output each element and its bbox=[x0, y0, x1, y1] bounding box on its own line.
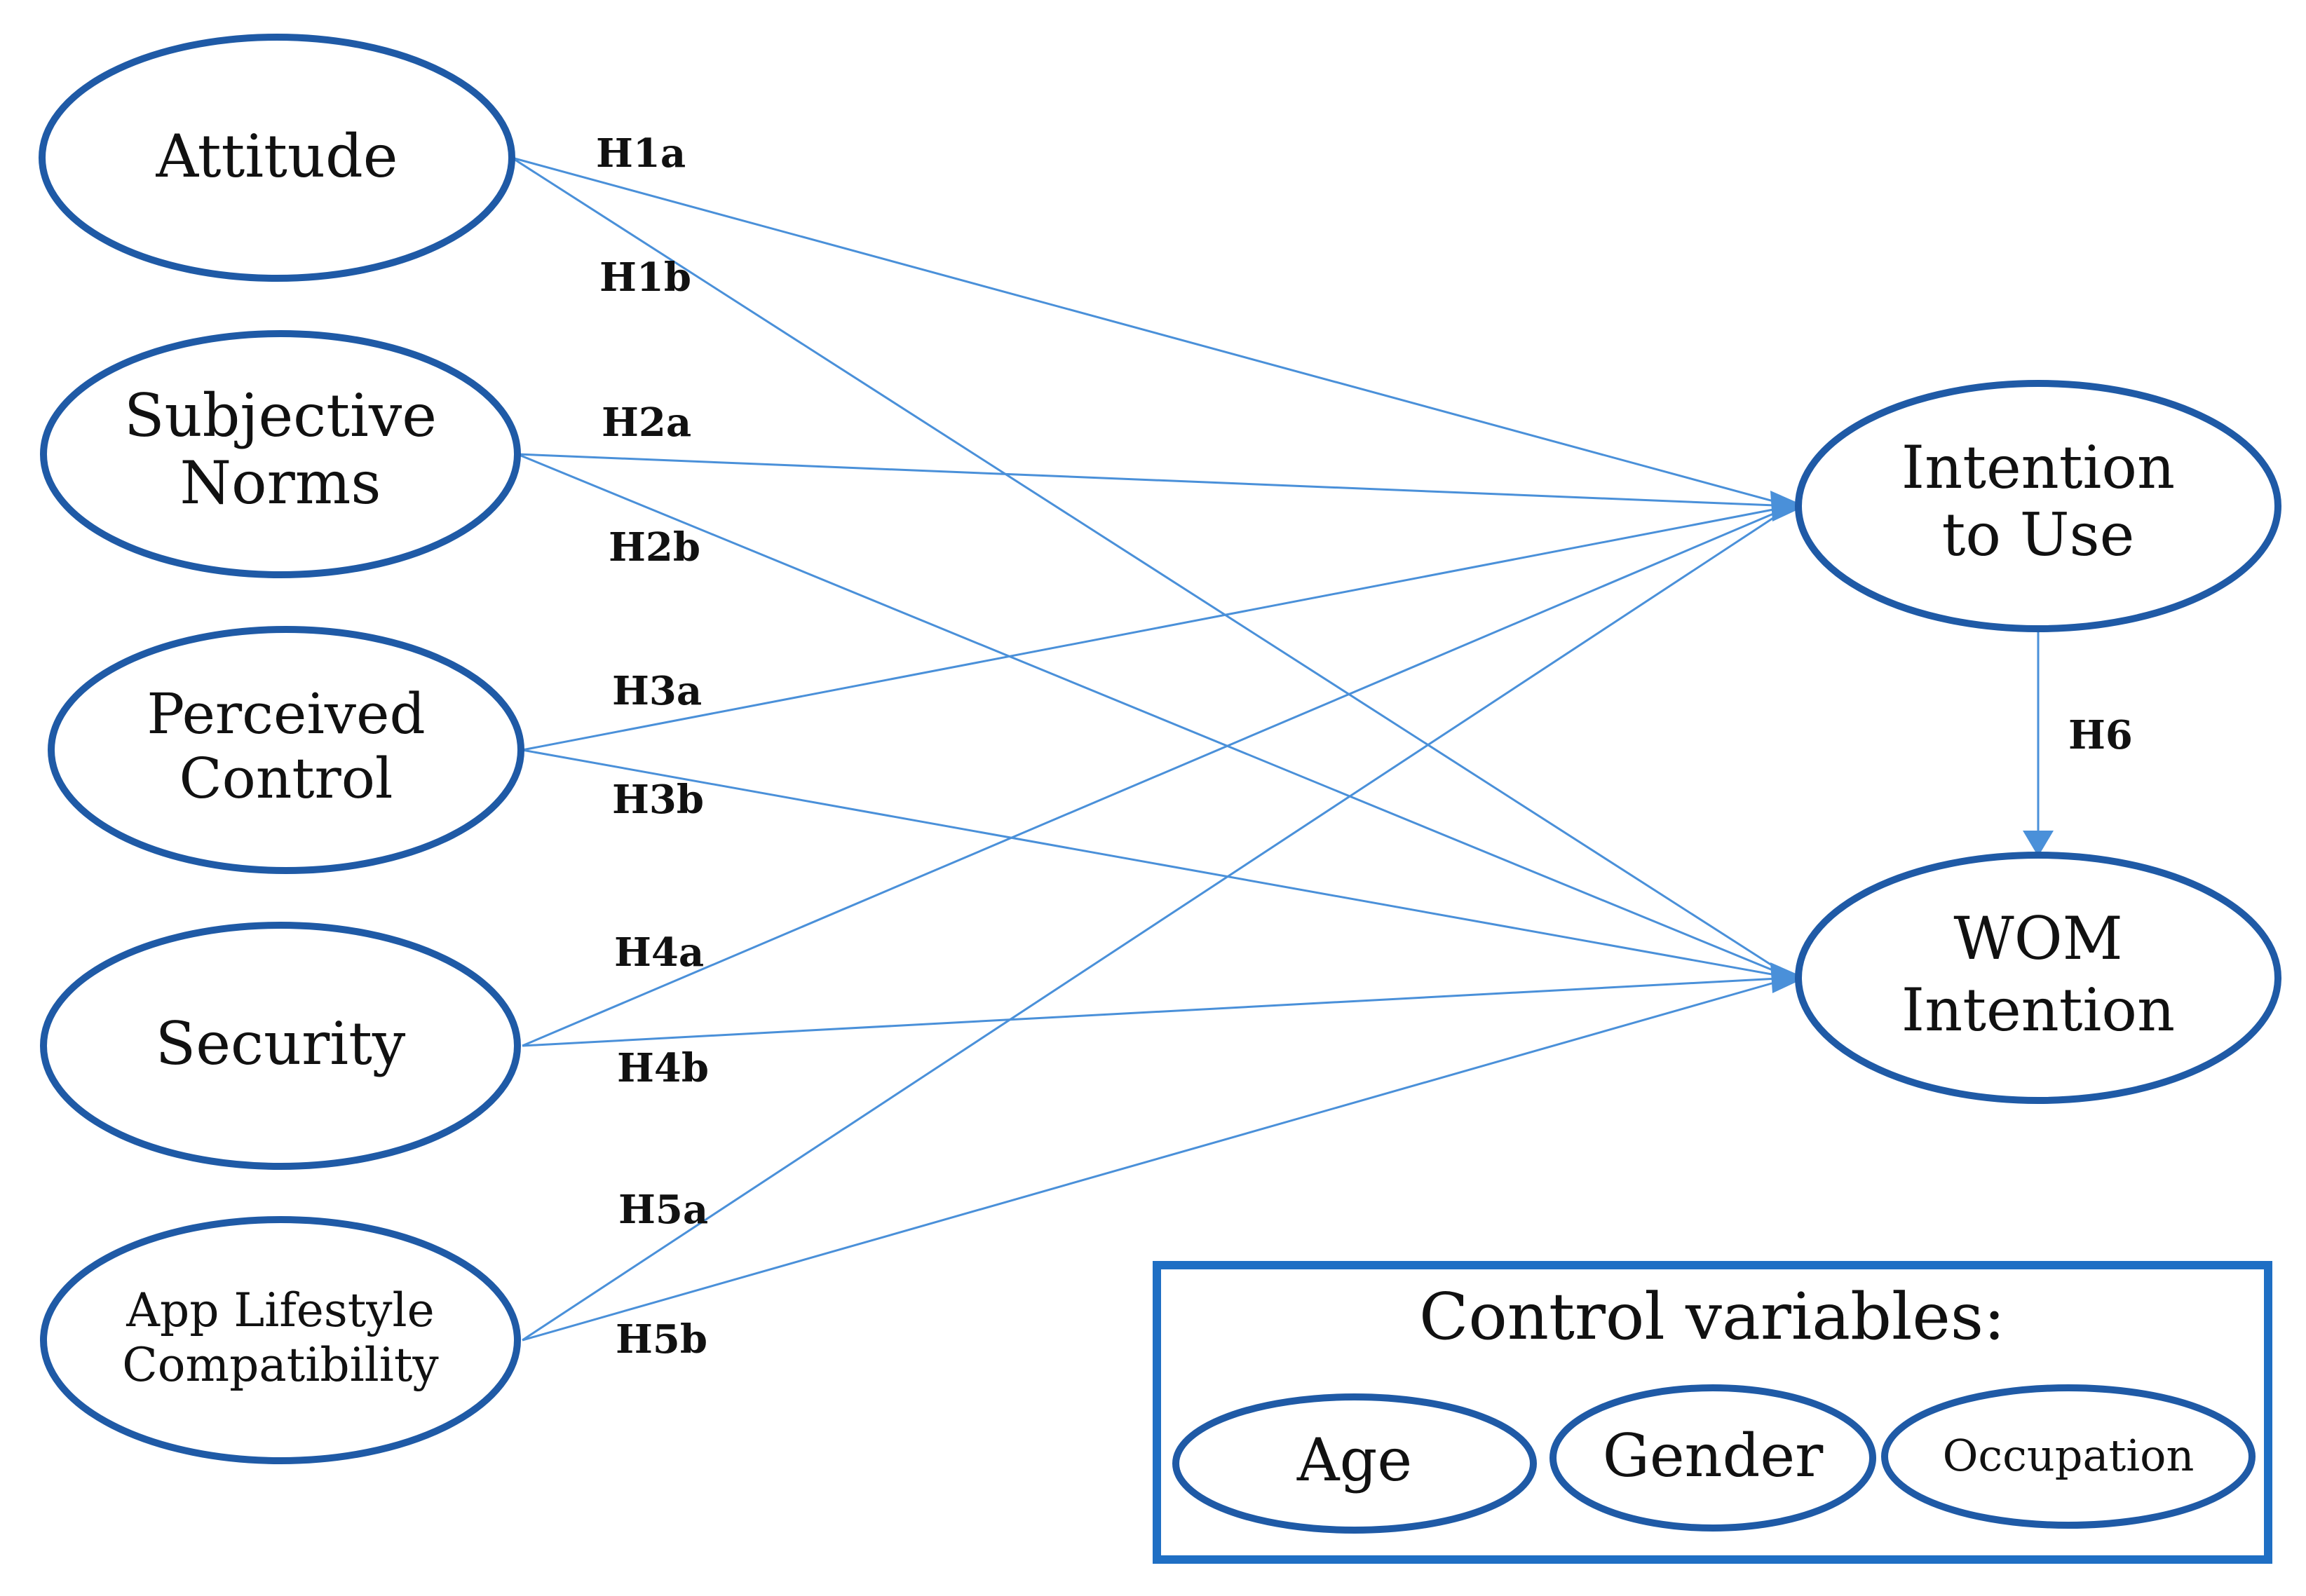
app-lifestyle-ellipse bbox=[40, 1216, 521, 1464]
control-occupation: Occupation bbox=[1881, 1384, 2256, 1529]
subjective-norms-label-line2: Norms bbox=[180, 449, 381, 517]
hyp-label-h4b: H4b bbox=[617, 1045, 709, 1091]
wom-intention-ellipse bbox=[1795, 852, 2281, 1104]
predictor-constructs: Attitude Subjective Norms Perceived Cont… bbox=[39, 34, 524, 1464]
arrowheads bbox=[1770, 491, 2054, 993]
path-h4b bbox=[522, 976, 1792, 1047]
hyp-label-h5a: H5a bbox=[618, 1187, 708, 1233]
control-gender: Gender bbox=[1549, 1384, 1876, 1532]
security-ellipse bbox=[40, 922, 521, 1170]
occupation-ellipse bbox=[1881, 1384, 2256, 1529]
subjective-norms-label-line1: Subjective bbox=[124, 381, 437, 450]
hyp-label-h3a: H3a bbox=[612, 668, 702, 714]
construct-security: Security bbox=[40, 922, 521, 1170]
intention-to-use-label-line2: to Use bbox=[1942, 500, 2135, 569]
path-h1b bbox=[511, 156, 1792, 979]
gender-ellipse bbox=[1549, 1384, 1876, 1532]
hyp-label-h3b: H3b bbox=[612, 777, 704, 823]
construct-attitude: Attitude bbox=[39, 34, 515, 282]
intention-to-use-ellipse bbox=[1795, 380, 2281, 632]
arrowhead-wom bbox=[1770, 962, 1805, 993]
intention-to-use-label-line1: Intention bbox=[1901, 433, 2175, 502]
subjective-norms-ellipse bbox=[40, 330, 521, 578]
outcome-constructs: Intention to Use WOM Intention bbox=[1795, 380, 2281, 1104]
wom-intention-label-line2: Intention bbox=[1901, 976, 2175, 1044]
attitude-label: Attitude bbox=[156, 122, 398, 191]
construct-perceived-control: Perceived Control bbox=[48, 626, 524, 874]
control-age: Age bbox=[1172, 1393, 1537, 1534]
construct-intention-to-use: Intention to Use bbox=[1795, 380, 2281, 632]
hyp-label-h1a: H1a bbox=[596, 130, 686, 177]
path-h5a bbox=[522, 505, 1792, 1342]
path-h2a bbox=[517, 453, 1792, 507]
app-lifestyle-label-line2: Compatibility bbox=[122, 1338, 439, 1392]
occupation-label: Occupation bbox=[1943, 1430, 2195, 1481]
construct-subjective-norms: Subjective Norms bbox=[40, 330, 521, 578]
hypothesis-labels: H1a H1b H2a H2b H3a H3b H4a H4b H5a H5b … bbox=[596, 130, 2133, 1363]
perceived-control-label-line2: Control bbox=[179, 746, 393, 811]
attitude-ellipse bbox=[39, 34, 515, 282]
construct-wom-intention: WOM Intention bbox=[1795, 852, 2281, 1104]
path-h2b bbox=[517, 453, 1792, 979]
path-h3b bbox=[522, 749, 1792, 979]
path-h3a bbox=[522, 505, 1792, 751]
construct-app-lifestyle-compatibility: App Lifestyle Compatibility bbox=[40, 1216, 521, 1464]
app-lifestyle-label-line1: App Lifestyle bbox=[126, 1283, 434, 1337]
age-ellipse bbox=[1172, 1393, 1537, 1534]
path-h1a bbox=[511, 156, 1792, 507]
path-h5b bbox=[522, 976, 1792, 1342]
hyp-label-h2a: H2a bbox=[602, 400, 691, 446]
hyp-label-h4a: H4a bbox=[614, 929, 704, 976]
control-variables-box: Control variables: Age Gender Occupation bbox=[1153, 1261, 2272, 1564]
wom-intention-label-line1: WOM bbox=[1953, 904, 2122, 973]
security-label: Security bbox=[156, 1009, 406, 1078]
hyp-label-h5b: H5b bbox=[616, 1316, 707, 1363]
path-h4a bbox=[522, 505, 1792, 1047]
arrowhead-h6 bbox=[2023, 831, 2054, 857]
perceived-control-label-line1: Perceived bbox=[147, 681, 425, 746]
gender-label: Gender bbox=[1603, 1421, 1824, 1490]
control-variables-title: Control variables: bbox=[1419, 1279, 2005, 1354]
age-label: Age bbox=[1296, 1426, 1412, 1494]
arrowhead-intention bbox=[1770, 491, 1805, 521]
hyp-label-h2b: H2b bbox=[609, 524, 700, 571]
path-lines bbox=[511, 156, 2040, 1342]
perceived-control-ellipse bbox=[48, 626, 524, 874]
hyp-label-h1b: H1b bbox=[599, 254, 691, 301]
hyp-label-h6: H6 bbox=[2068, 712, 2133, 758]
